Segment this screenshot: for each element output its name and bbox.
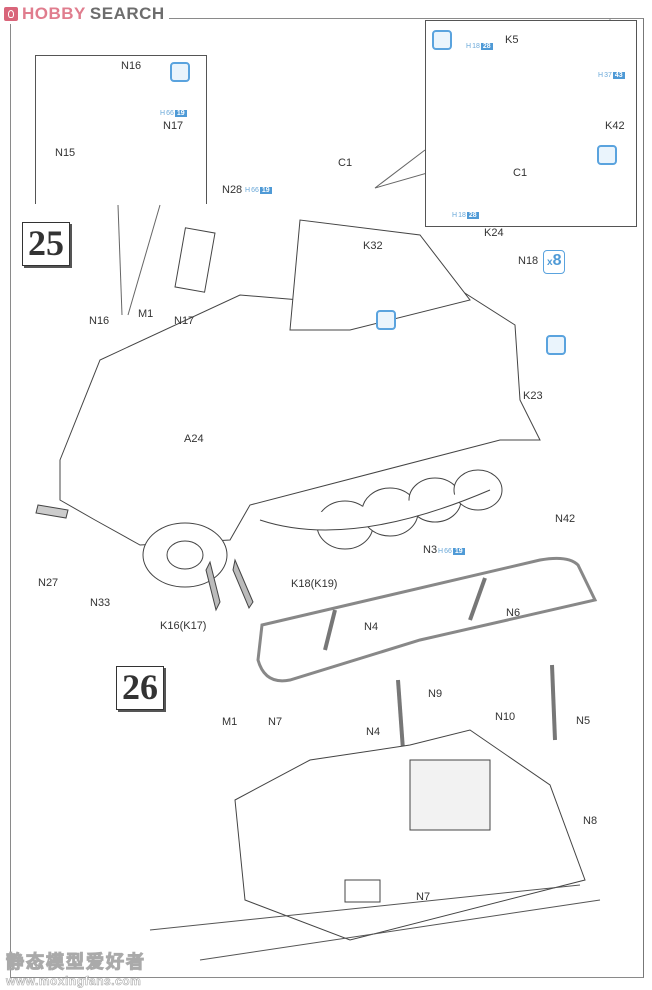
paint-brush-icon bbox=[170, 62, 190, 82]
label-n16: N16 bbox=[89, 315, 110, 327]
n4-strut-drawing bbox=[323, 609, 337, 651]
callout-pointer-headlight-2 bbox=[127, 204, 161, 316]
watermark-chinese-text: 静态模型爱好者 bbox=[6, 952, 146, 973]
label-k24: K24 bbox=[484, 227, 504, 239]
brand-hobby: HOBBY bbox=[22, 4, 86, 23]
label-k16-k17: K16(K17) bbox=[160, 620, 207, 632]
halftrack-vehicle-drawing bbox=[59, 219, 541, 588]
label-n4-upper: N4 bbox=[364, 621, 379, 633]
callout-mg bbox=[425, 20, 637, 227]
brand-search: SEARCH bbox=[89, 4, 165, 23]
label-n17-callout: N17 bbox=[163, 120, 184, 132]
glue-apply-icon bbox=[546, 335, 566, 355]
label-n15-callout: N15 bbox=[55, 147, 76, 159]
n5-strut-drawing bbox=[550, 664, 557, 741]
label-n17: N17 bbox=[174, 315, 195, 327]
label-n42: N42 bbox=[555, 513, 576, 525]
callout-pointer-headlight bbox=[117, 204, 123, 316]
label-n6: N6 bbox=[506, 607, 521, 619]
label-n28: N28 bbox=[222, 184, 243, 196]
step-number-25: 25 bbox=[22, 222, 70, 266]
label-n16-callout: N16 bbox=[121, 60, 142, 72]
label-c1-callout: C1 bbox=[513, 167, 528, 179]
instruction-page-frame bbox=[10, 18, 644, 978]
label-m1-26: M1 bbox=[222, 716, 238, 728]
halftrack-hull-26-drawing bbox=[234, 729, 586, 941]
label-c1: C1 bbox=[338, 157, 353, 169]
label-n5: N5 bbox=[576, 715, 591, 727]
dry-brush-icon bbox=[597, 145, 617, 165]
paint-brush-icon bbox=[432, 30, 452, 50]
label-n10: N10 bbox=[495, 711, 516, 723]
n27-part-drawing bbox=[35, 504, 69, 519]
label-n9: N9 bbox=[428, 688, 443, 700]
label-a24: A24 bbox=[184, 433, 204, 445]
label-n33: N33 bbox=[90, 597, 111, 609]
label-n18: N18 bbox=[518, 255, 539, 267]
label-k32: K32 bbox=[363, 240, 383, 252]
label-n8: N8 bbox=[583, 815, 598, 827]
label-n7-upper: N7 bbox=[268, 716, 283, 728]
label-k23: K23 bbox=[523, 390, 543, 402]
k16-part-drawing bbox=[205, 560, 221, 612]
glue-apply-icon bbox=[376, 310, 396, 330]
step-number-26: 26 bbox=[116, 666, 164, 710]
quantity-badge-x8: x8 bbox=[543, 250, 566, 274]
n3-frame-drawing bbox=[256, 556, 598, 683]
n6-strut-drawing bbox=[468, 577, 487, 621]
brand-logo[interactable]: HOBBY SEARCH bbox=[4, 4, 169, 24]
label-n4-lower: N4 bbox=[366, 726, 381, 738]
label-m1: M1 bbox=[138, 308, 154, 320]
label-n3: N3 bbox=[423, 544, 438, 556]
label-n7-lower: N7 bbox=[416, 891, 431, 903]
label-k5: K5 bbox=[505, 34, 519, 46]
label-k18-k19: K18(K19) bbox=[291, 578, 338, 590]
watermark-url[interactable]: www.moxingfans.com bbox=[6, 974, 142, 989]
flame-logo-icon bbox=[4, 7, 18, 21]
label-n27: N27 bbox=[38, 577, 59, 589]
n4b-strut-drawing bbox=[396, 679, 405, 751]
n28-part-drawing bbox=[174, 227, 216, 293]
k18-part-drawing bbox=[232, 558, 254, 610]
label-k42: K42 bbox=[605, 120, 625, 132]
watermark: 静态模型爱好者 www.moxingfans.com bbox=[6, 948, 146, 989]
